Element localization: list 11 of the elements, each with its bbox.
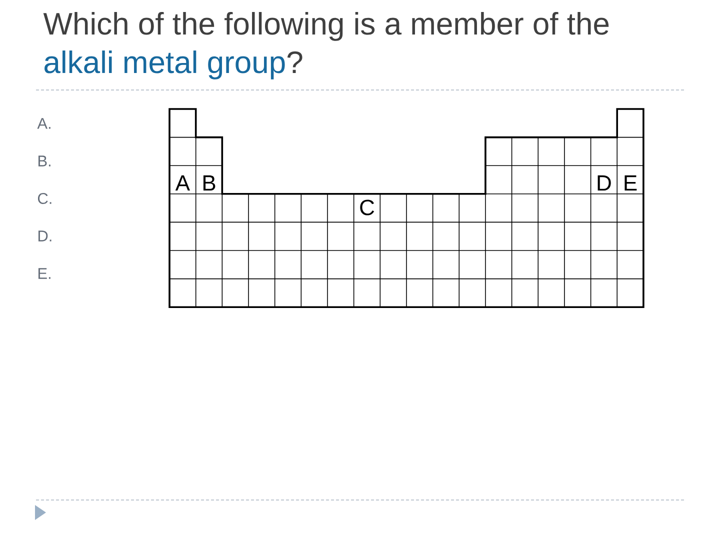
cell-letter: A — [175, 175, 190, 191]
answer-option: D. — [38, 230, 52, 242]
cell-letter: E — [624, 175, 637, 191]
slide-title: Which of the following is a member of the alkali metal group? — [43, 12, 609, 80]
cell-letter: C — [360, 200, 374, 216]
answer-option: B. — [38, 156, 50, 166]
answer-option: C. — [38, 193, 52, 204]
cell-letter: B — [203, 175, 216, 191]
answer-option: A. — [37, 118, 50, 129]
cell-letter: D — [598, 175, 611, 191]
answer-option: E. — [38, 268, 50, 279]
